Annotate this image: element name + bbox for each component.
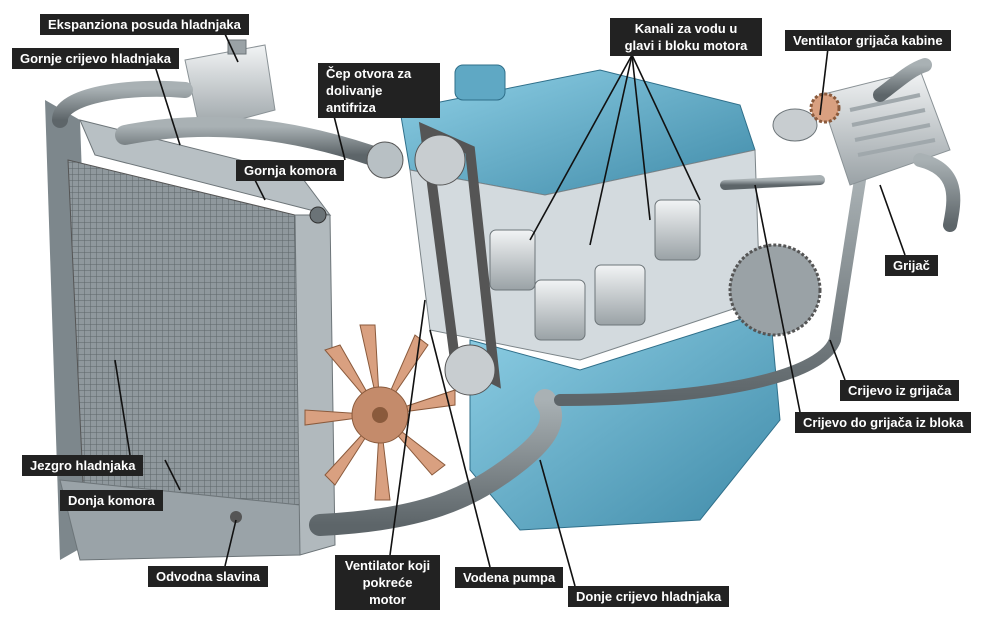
label-expansion-tank: Ekspanziona posuda hladnjaka — [40, 14, 249, 35]
label-coolant-channels: Kanali za vodu u glavi i bloku motora — [610, 18, 762, 56]
label-lower-hose: Donje crijevo hladnjaka — [568, 586, 730, 607]
cam-pulley — [414, 134, 466, 186]
crank-pulley — [444, 344, 496, 396]
label-drain-tap: Odvodna slavina — [148, 566, 269, 587]
upper-tank-to-thermostat-hose — [115, 116, 380, 165]
hose-from-heater-shape — [554, 174, 866, 406]
label-filler-cap: Čep otvora za dolivanje antifriza — [318, 63, 440, 118]
filler-cap — [309, 206, 327, 224]
label-engine-fan: Ventilator koji pokreće motor — [335, 555, 440, 610]
label-lower-tank: Donja komora — [60, 490, 163, 511]
heater-fan-motor — [772, 108, 818, 142]
pistons — [489, 199, 701, 341]
radiator-right-frame — [294, 214, 336, 556]
label-coolant-channels-line1: Kanali za vodu u — [634, 21, 738, 36]
heater-outlet-pipe — [913, 153, 961, 232]
thermostat-housing — [366, 141, 404, 179]
heater-unit — [772, 58, 961, 232]
expansion-tank — [184, 39, 276, 131]
engine-fan — [304, 324, 456, 501]
engine — [366, 64, 822, 531]
drain-tap-valve — [230, 511, 242, 523]
label-coolant-channels-line2: glavi i bloku motora — [624, 38, 748, 53]
label-hose-to-heater: Crijevo do grijača iz bloka — [795, 412, 972, 433]
label-filler-cap-line2: dolivanje antifriza — [326, 83, 383, 115]
label-radiator-core: Jezgro hladnjaka — [22, 455, 144, 476]
lower-hose-shape — [309, 389, 562, 536]
upper-hose-shape — [52, 80, 193, 128]
label-upper-tank: Gornja komora — [236, 160, 345, 181]
label-filler-cap-line1: Čep otvora za — [326, 66, 412, 81]
hose-to-heater-shape — [720, 175, 825, 190]
label-heater-fan: Ventilator grijača kabine — [785, 30, 951, 51]
label-water-pump: Vodena pumpa — [455, 567, 564, 588]
heater-inlet-pipe — [873, 58, 932, 102]
heater-fan-wheel — [809, 92, 841, 124]
label-upper-hose: Gornje crijevo hladnjaka — [12, 48, 179, 69]
label-engine-fan-line2: pokreće motor — [362, 575, 413, 607]
label-hose-from-heater: Crijevo iz grijača — [840, 380, 960, 401]
leader-lines — [114, 33, 906, 587]
label-engine-fan-line1: Ventilator koji — [344, 558, 431, 573]
label-heater: Grijač — [885, 255, 938, 276]
oil-filler — [454, 64, 506, 101]
